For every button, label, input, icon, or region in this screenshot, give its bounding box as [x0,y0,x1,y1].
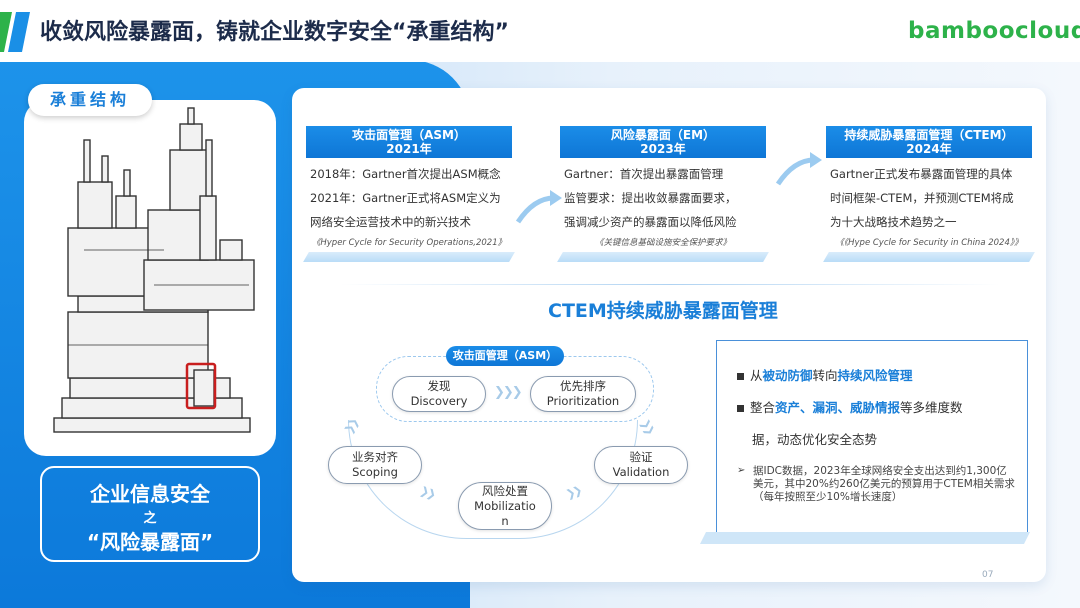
header-accent-bar-icon [0,12,30,52]
chevron-right-icon: ❯❯❯ [494,385,523,400]
step-label-cn: 业务对齐 [352,450,398,464]
info-line-2: 之 [143,511,157,526]
idc-note: ➢ 据IDC数据，2023年全球网络安全支出达到约1,300亿美元，其中20%约… [737,465,1015,504]
timeline-card-title: 攻击面管理（ASM） [352,128,466,142]
asm-label: 攻击面管理（ASM） [446,346,564,366]
timeline-line: Gartner：首次提出暴露面管理 [564,167,724,181]
timeline-card-title: 风险暴露面（EM） [610,128,716,142]
arrow-right-icon [515,190,562,224]
bullet-square-icon [737,405,744,412]
structure-label-pill: 承重结构 [28,84,152,116]
bullet-square-icon [737,373,744,380]
step-label-en: Validation [612,465,670,479]
step-label-cn: 风险处置 [482,484,528,498]
cycle-step-discovery: 发现 Discovery [392,376,486,412]
arrow-bullet-icon: ➢ [737,465,746,476]
step-label-en: Mobilizatio [474,499,536,513]
timeline-line: 为十大战略技术趋势之一 [830,215,957,229]
step-label-cn: 优先排序 [560,379,606,393]
timeline-line: 网络安全运营技术中的新兴技术 [310,215,471,229]
structure-illustration-card [24,100,276,456]
timeline-source: 《关键信息基础设施安全保护要求》 [594,238,731,248]
highlight-span: 持续风险管理 [837,368,913,383]
highlight-span: 被动防御 [762,368,813,383]
timeline-line: 强调减少资产的暴露面以降低风险 [564,215,737,229]
highlight-bullet-2-cont: 据，动态优化安全态势 [752,432,878,447]
timeline-card-body: 2018年：Gartner首次提出ASM概念 2021年：Gartner正式将A… [306,158,512,234]
timeline-card-year: 2024年 [906,142,952,156]
timeline-source: 《Hyper Cycle for Security Operations,202… [311,238,507,248]
timeline-card-body: Gartner：首次提出暴露面管理 监管要求：提出收敛暴露面要求， 强调减少资产… [560,158,766,234]
step-label-en: Scoping [352,465,398,479]
text-span: 整合 [750,400,776,415]
step-label-en: Prioritization [546,394,620,408]
info-line-3: “风险暴露面” [86,530,214,554]
timeline-card-year: 2021年 [386,142,432,156]
timeline-card-body: Gartner正式发布暴露面管理的具体 时间框架-CTEM，并预测CTEM将成 … [826,158,1032,234]
timeline-card-header: 风险暴露面（EM） 2023年 [560,126,766,158]
highlight-bullet-2: 整合资产、漏洞、威胁情报等多维度数 [737,397,963,416]
timeline-source: 《《Hype Cycle for Security in China 2024》… [835,238,1023,248]
highlight-span: 资产、漏洞、威胁情报 [775,400,901,415]
text-span: 转向 [812,368,838,383]
timeline-card-asm: 攻击面管理（ASM） 2021年 2018年：Gartner首次提出ASM概念 … [303,126,515,262]
timeline-platform [303,252,515,262]
page-number: 07 [982,570,994,580]
cycle-step-scoping: 业务对齐 Scoping [328,446,422,484]
timeline-card-ctem: 持续威胁暴露面管理（CTEM） 2024年 Gartner正式发布暴露面管理的具… [823,126,1035,262]
cycle-step-validation: 验证 Validation [594,446,688,484]
arrow-right-icon [775,152,822,186]
brand-logo: bamboocloud [908,18,1080,44]
timeline-platform [557,252,769,262]
idc-note-text: 据IDC数据，2023年全球网络安全支出达到约1,300亿美元，其中20%约26… [753,465,1015,503]
timeline-card-title: 持续威胁暴露面管理（CTEM） [844,128,1014,142]
timeline-line: 时间框架-CTEM，并预测CTEM将成 [830,191,1014,205]
step-label-cn: 发现 [427,379,451,393]
text-span: 等多维度数 [900,400,963,415]
section-title: CTEM持续威胁暴露面管理 [548,300,778,322]
timeline-line: Gartner正式发布暴露面管理的具体 [830,167,1013,181]
cycle-step-prioritization: 优先排序 Prioritization [530,376,636,412]
step-label-cn: 验证 [629,450,653,464]
step-label-en: Discovery [410,394,468,408]
highlight-bullet-1: 从被动防御转向持续风险管理 [737,365,913,384]
text-span: 从 [750,368,763,383]
info-line-1: 企业信息安全 [90,482,210,506]
ctem-highlights-box: 从被动防御转向持续风险管理 整合资产、漏洞、威胁情报等多维度数 据，动态优化安全… [716,340,1028,536]
timeline-line: 监管要求：提出收敛暴露面要求， [564,191,737,205]
box-platform [700,532,1030,544]
timeline-card-em: 风险暴露面（EM） 2023年 Gartner：首次提出暴露面管理 监管要求：提… [557,126,769,262]
timeline-card-year: 2023年 [640,142,686,156]
section-divider [340,284,1000,285]
timeline-platform [823,252,1035,262]
timeline-card-header: 攻击面管理（ASM） 2021年 [306,126,512,158]
page-title: 收敛风险暴露面，铸就企业数字安全“承重结构” [40,20,509,45]
timeline-line: 2018年：Gartner首次提出ASM概念 [310,167,501,181]
cycle-step-mobilization: 风险处置 Mobilizatio n [458,482,552,530]
header-background [0,0,1080,62]
timeline-line: 2021年：Gartner正式将ASM定义为 [310,191,501,205]
risk-exposure-info-box: 企业信息安全 之 “风险暴露面” [40,466,260,562]
timeline-card-header: 持续威胁暴露面管理（CTEM） 2024年 [826,126,1032,158]
load-bearing-structure-illustration [53,107,255,433]
step-label-en: n [501,514,509,528]
